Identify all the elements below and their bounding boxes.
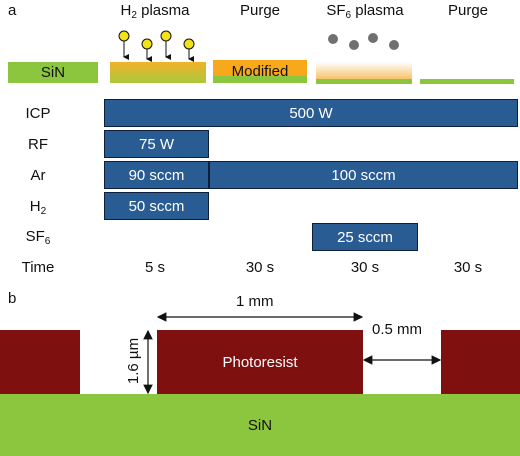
time-label: Time	[21, 259, 55, 276]
sin-layer-under-etch	[316, 79, 412, 84]
bar-ar-remaining: 100 sccm	[209, 161, 518, 189]
photoresist-block-right	[441, 330, 520, 394]
row-label-h2: H2	[29, 198, 47, 217]
row-label-rf: RF	[28, 136, 48, 153]
gap-label: 0.5 mm	[372, 321, 423, 338]
photoresist-label: Photoresist	[222, 353, 298, 371]
substrate-label: SiN	[247, 416, 273, 434]
time-value-h2: 5 s	[144, 259, 165, 276]
modified-layer	[213, 60, 307, 76]
bar-icp: 500 W	[104, 99, 518, 127]
sin-layer-final	[420, 79, 514, 84]
panel-a-letter: a	[8, 2, 17, 19]
row-label-ar: Ar	[30, 167, 46, 184]
time-value-purge-2: 30 s	[453, 259, 483, 276]
bar-sf6: 25 sccm	[312, 223, 418, 251]
time-value-sf6: 30 s	[350, 259, 380, 276]
width-label: 1 mm	[236, 293, 274, 310]
step-title-purge-1: Purge	[239, 2, 281, 19]
step-title-purge-2: Purge	[447, 2, 489, 19]
process-schematic	[8, 30, 514, 84]
hydrogen-ions	[118, 30, 195, 62]
sin-layer-initial	[8, 62, 98, 83]
modified-layer-etching	[316, 62, 412, 79]
time-value-purge-1: 30 s	[245, 259, 275, 276]
photoresist-block-left	[0, 330, 80, 394]
height-label: 1.6 µm	[125, 337, 142, 385]
step-title-sf6-plasma: SF6 plasma	[326, 2, 404, 21]
step-title-h2-plasma: H2 plasma	[120, 2, 190, 21]
dimension-annotations	[143, 312, 442, 395]
photoresist-block-center: Photoresist	[157, 330, 363, 394]
row-label-icp: ICP	[25, 105, 51, 122]
sin-layer-h2-treated	[110, 62, 206, 83]
bar-ar-h2-step: 90 sccm	[104, 161, 209, 189]
row-label-sf6: SF6	[25, 228, 51, 247]
sf6-particles	[328, 33, 399, 50]
sin-layer-under-modified	[213, 76, 307, 83]
modified-label: Modified	[231, 63, 289, 80]
bar-rf: 75 W	[104, 130, 209, 158]
panel-b-letter: b	[8, 290, 17, 307]
sin-substrate: SiN	[0, 394, 520, 456]
bar-h2: 50 sccm	[104, 192, 209, 220]
sin-label-schematic: SiN	[40, 64, 66, 81]
